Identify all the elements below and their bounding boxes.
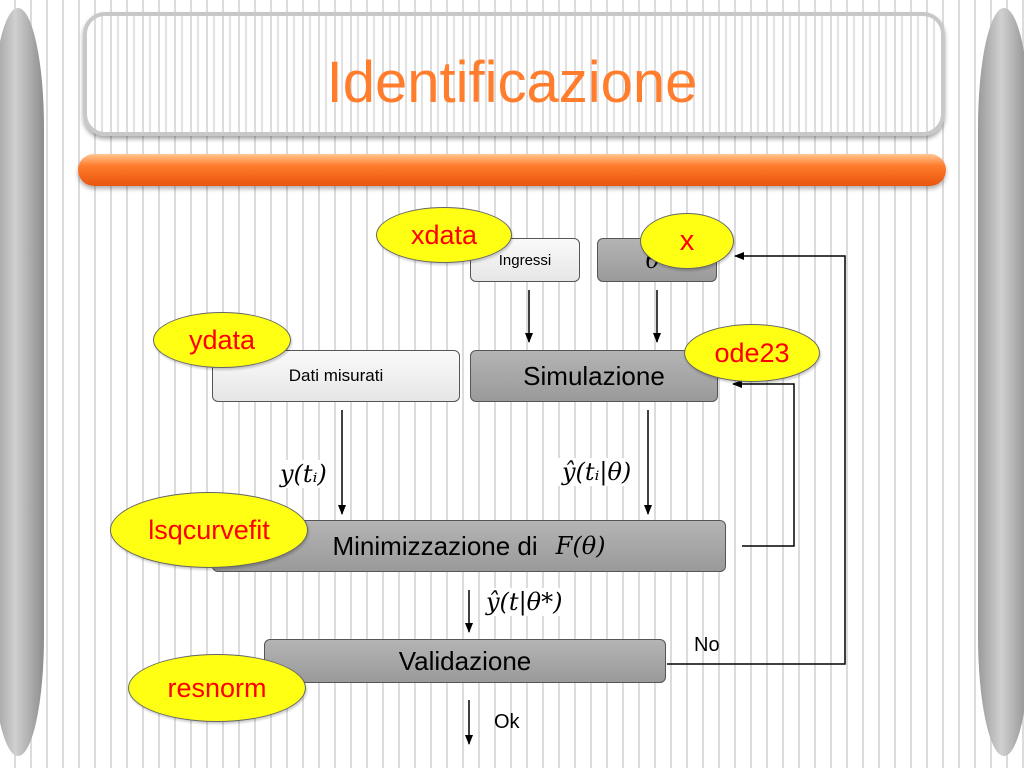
signal-y-measured: y(tᵢ) [276, 460, 331, 488]
callout-ode23-label: ode23 [714, 337, 790, 368]
title-frame [83, 12, 945, 136]
box-ingressi-label: Ingressi [498, 251, 552, 269]
edge-label-ok: Ok [494, 711, 520, 733]
callout-lsqcurvefit: lsqcurvefit [110, 492, 308, 568]
feedback-minimizzazione-to-simulazione [732, 380, 795, 547]
callout-x: x [640, 213, 734, 269]
right-decorative-bar [978, 8, 1024, 756]
callout-xdata: xdata [376, 207, 512, 263]
signal-y-hat-opt: ŷ(t|θ*) [482, 588, 567, 616]
box-dati-misurati-label: Dati misurati [288, 366, 384, 385]
title-accent-bar [78, 154, 946, 186]
callout-resnorm-label: resnorm [167, 672, 267, 703]
callout-resnorm: resnorm [128, 654, 306, 722]
edge-label-no: No [694, 634, 720, 656]
callout-ode23: ode23 [684, 324, 820, 382]
callout-ydata-label: ydata [188, 324, 256, 355]
box-minimizzazione-label: Minimizzazione di [332, 530, 538, 561]
callout-xdata-label: xdata [410, 219, 478, 250]
box-simulazione: Simulazione [470, 350, 718, 402]
left-decorative-bar [0, 8, 44, 756]
callout-x-label: x [679, 224, 695, 257]
slide-title: Identificazione [326, 50, 698, 115]
minimizzazione-formula: F(θ) [555, 532, 606, 560]
callout-ydata: ydata [153, 312, 291, 368]
callout-lsqcurvefit-label: lsqcurvefit [148, 514, 270, 545]
box-simulazione-label: Simulazione [523, 360, 665, 391]
box-validazione: Validazione [264, 639, 666, 683]
box-validazione-label: Validazione [398, 645, 532, 676]
signal-y-hat-sim: ŷ(tᵢ|θ) [558, 458, 636, 486]
feedback-no-to-theta0 [667, 252, 846, 665]
